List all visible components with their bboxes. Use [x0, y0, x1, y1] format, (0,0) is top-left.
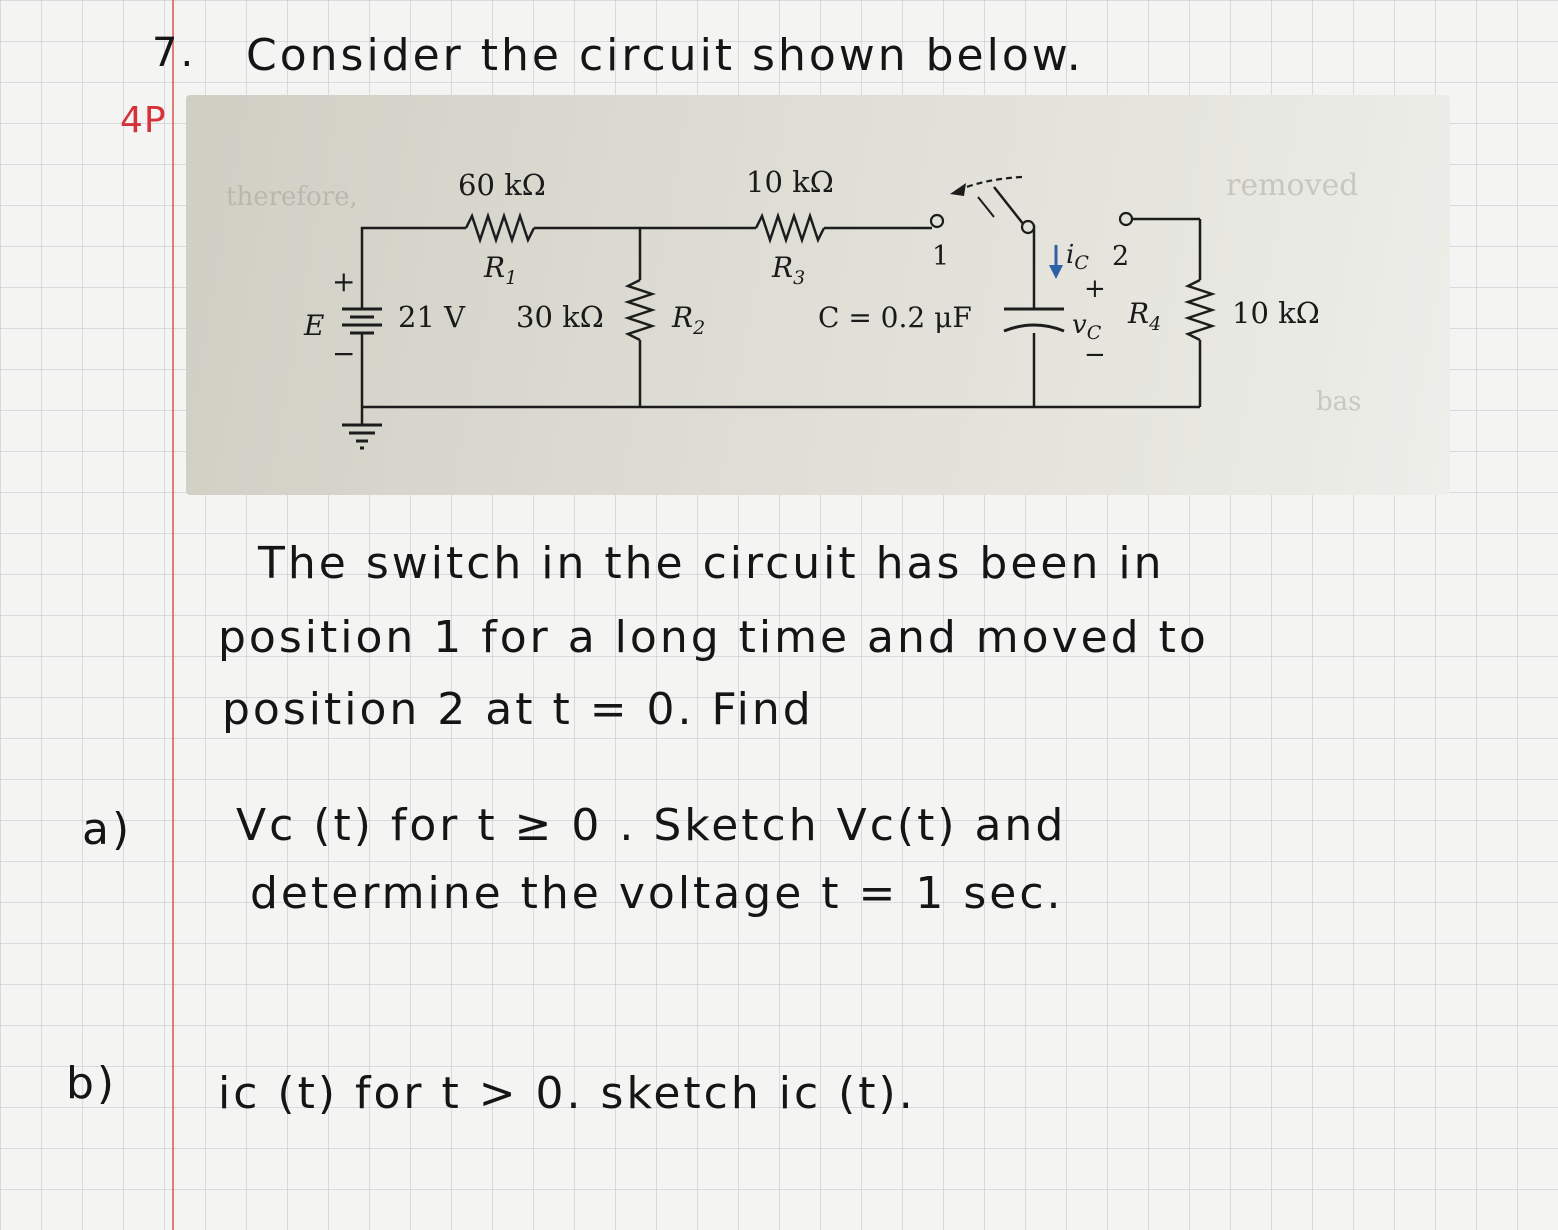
question-intro: Consider the circuit shown below.: [246, 30, 1084, 81]
notebook-margin-line: [172, 0, 174, 1230]
problem-line-2: position 1 for a long time and moved to: [218, 612, 1209, 663]
resistor-r4: [1184, 278, 1216, 342]
svg-text:therefore,: therefore,: [226, 182, 358, 212]
r3-value: 10 kΩ: [746, 165, 834, 199]
wires: [360, 186, 1216, 425]
problem-line-1: The switch in the circuit has been in: [258, 538, 1165, 589]
part-a-label: a): [82, 804, 133, 855]
switch-pivot: [1020, 219, 1036, 235]
ic-label: iC: [1066, 240, 1089, 274]
circuit-schematic: therefore, removed bas: [226, 165, 1362, 450]
switch-position-2-label: 2: [1112, 241, 1129, 272]
vc-minus-sign: −: [1084, 340, 1106, 370]
circuit-diagram: therefore, removed bas: [186, 95, 1450, 495]
r1-label: R1: [483, 251, 517, 289]
resistor-r2: [624, 278, 656, 342]
battery-plus-sign: +: [332, 265, 355, 298]
r3-label: R3: [771, 251, 805, 289]
ground-symbol: [342, 423, 382, 450]
capacitance-label: C = 0.2 μF: [818, 301, 972, 334]
r2-label: R2: [671, 301, 705, 339]
switch-motion-arrow: [957, 175, 1023, 192]
r4-value: 10 kΩ: [1232, 296, 1320, 330]
current-arrow-icon: [1049, 265, 1063, 279]
resistor-r1: [464, 212, 536, 244]
switch-terminal-2: [1118, 211, 1134, 227]
part-a-line-2: determine the voltage t = 1 sec.: [250, 868, 1064, 919]
part-b-line-1: ic (t) for t > 0. sketch ic (t).: [218, 1068, 916, 1119]
battery-symbol: [342, 307, 382, 340]
source-e-label: E: [303, 309, 324, 342]
points-annotation: 4P: [120, 100, 167, 141]
switch-terminal-1: [929, 213, 945, 229]
capacitor-symbol: [1003, 307, 1065, 333]
problem-line-3: position 2 at t = 0. Find: [222, 684, 814, 735]
source-voltage-value: 21 V: [398, 300, 466, 334]
vc-label: vC: [1072, 310, 1102, 344]
r1-value: 60 kΩ: [458, 168, 546, 202]
r4-label: R4: [1127, 297, 1161, 335]
resistor-r3: [754, 212, 826, 244]
battery-minus-sign: −: [332, 337, 355, 370]
svg-text:removed: removed: [1226, 168, 1359, 203]
switch-position-1-label: 1: [932, 241, 949, 272]
svg-text:bas: bas: [1316, 387, 1362, 417]
part-a-line-1: Vc (t) for t ≥ 0 . Sketch Vc(t) and: [236, 800, 1067, 851]
vc-plus-sign: +: [1084, 274, 1106, 304]
part-b-label: b): [66, 1058, 118, 1109]
r2-value: 30 kΩ: [516, 300, 604, 334]
question-number: 7.: [152, 30, 197, 76]
